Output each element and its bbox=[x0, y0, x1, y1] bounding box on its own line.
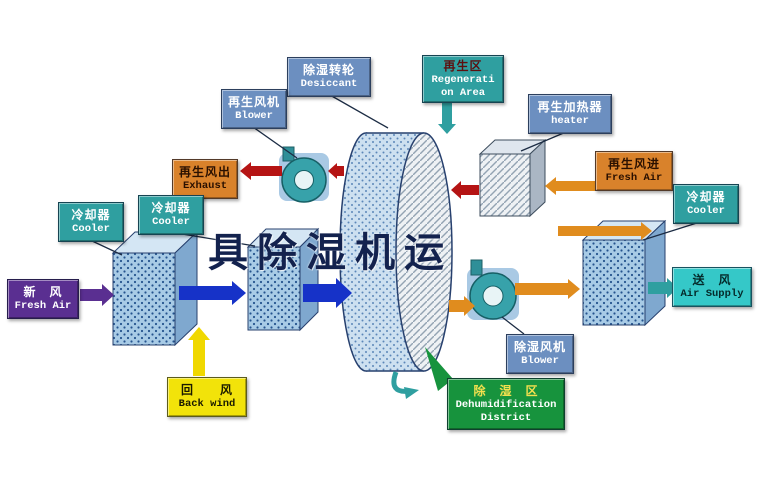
zh-text: 再生区 bbox=[443, 59, 483, 74]
pointer-regen-blower bbox=[252, 126, 298, 159]
label-cooler-left: 冷却器 Cooler bbox=[58, 202, 124, 242]
label-regeneration-area: 再生区 Regenerati on Area bbox=[422, 55, 504, 103]
process-air-arrow-1 bbox=[179, 281, 246, 305]
label-regen-fresh-air: 再生风进 Fresh Air bbox=[595, 151, 673, 191]
zh-text: 除湿转轮 bbox=[302, 63, 355, 78]
label-cooler-right: 冷却器 Cooler bbox=[673, 184, 739, 224]
pointer-lines bbox=[89, 94, 701, 335]
en-text: Cooler bbox=[72, 223, 110, 236]
label-dehum-district: 除 湿 区 Dehumidification District bbox=[447, 378, 565, 430]
en-text: Exhaust bbox=[182, 180, 228, 193]
regen-exhaust-arrow-1 bbox=[328, 163, 344, 179]
label-back-wind: 回 风 Back wind bbox=[167, 377, 247, 417]
desiccant-wheel bbox=[339, 132, 453, 372]
zh-text: 冷却器 bbox=[71, 208, 111, 223]
pointer-desiccant bbox=[329, 94, 389, 129]
zh-text: 冷却器 bbox=[151, 201, 191, 216]
en-text: Air Supply bbox=[680, 288, 744, 301]
label-regen-heater: 再生加热器 heater bbox=[528, 94, 612, 134]
pointer-cooler-right bbox=[642, 221, 701, 241]
process-air-arrow-2 bbox=[303, 278, 352, 308]
return-air-arrow bbox=[188, 327, 210, 376]
pointer-cooler-mid bbox=[175, 232, 256, 247]
regen-hot-air-arrow bbox=[451, 181, 479, 199]
label-air-supply: 送 风 Air Supply bbox=[672, 267, 752, 307]
regen-blower-fan bbox=[279, 146, 329, 203]
pointer-dehum-blower bbox=[501, 316, 525, 335]
en-text: Regenerati on Area bbox=[431, 74, 495, 99]
en-text: Blower bbox=[521, 355, 559, 368]
fresh-air-arrow bbox=[80, 284, 114, 306]
en-text: Desiccant bbox=[300, 78, 358, 91]
en-text: Fresh Air bbox=[14, 300, 72, 313]
zh-text: 再生加热器 bbox=[537, 100, 603, 115]
label-regen-blower: 再生风机 Blower bbox=[221, 89, 287, 129]
zh-text: 新 风 bbox=[23, 285, 63, 300]
zh-text: 再生风进 bbox=[607, 157, 660, 172]
heater-box bbox=[478, 138, 547, 218]
zh-text: 除 湿 区 bbox=[473, 384, 539, 399]
en-text: Back wind bbox=[178, 398, 236, 411]
zh-text: 冷却器 bbox=[686, 190, 726, 205]
en-text: Dehumidification District bbox=[455, 399, 557, 424]
rotation-arrow bbox=[391, 371, 419, 399]
zh-text: 除湿风机 bbox=[513, 340, 566, 355]
watermark-text: 具除湿机运 bbox=[208, 230, 453, 276]
pointer-cooler-left bbox=[89, 239, 123, 256]
zh-text: 再生风机 bbox=[227, 95, 280, 110]
en-text: heater bbox=[551, 115, 589, 128]
pointer-heater bbox=[520, 131, 567, 152]
label-desiccant: 除湿转轮 Desiccant bbox=[287, 57, 371, 97]
cooler-box-mid bbox=[246, 227, 320, 332]
district-wedge bbox=[425, 347, 453, 391]
en-text: Fresh Air bbox=[605, 172, 663, 185]
label-exhaust: 再生风出 Exhaust bbox=[172, 159, 238, 199]
en-text: Cooler bbox=[687, 205, 725, 218]
regen-area-arrow bbox=[438, 102, 456, 134]
label-cooler-mid: 冷却器 Cooler bbox=[138, 195, 204, 235]
label-fresh-air: 新 风 Fresh Air bbox=[7, 279, 79, 319]
zh-text: 送 风 bbox=[692, 273, 732, 288]
dehum-blower-fan bbox=[467, 259, 519, 320]
label-dehum-blower: 除湿风机 Blower bbox=[506, 334, 574, 374]
en-text: Cooler bbox=[152, 216, 190, 229]
regen-exhaust-arrow-2 bbox=[240, 162, 282, 180]
supply-air-arrow-1 bbox=[515, 279, 580, 299]
regen-intake-arrow-lower bbox=[558, 222, 652, 240]
dry-air-arrow bbox=[449, 296, 475, 316]
supply-air-arrow-2 bbox=[648, 278, 678, 298]
zh-text: 回 风 bbox=[180, 383, 233, 398]
zh-text: 再生风出 bbox=[178, 165, 231, 180]
en-text: Blower bbox=[235, 110, 273, 123]
